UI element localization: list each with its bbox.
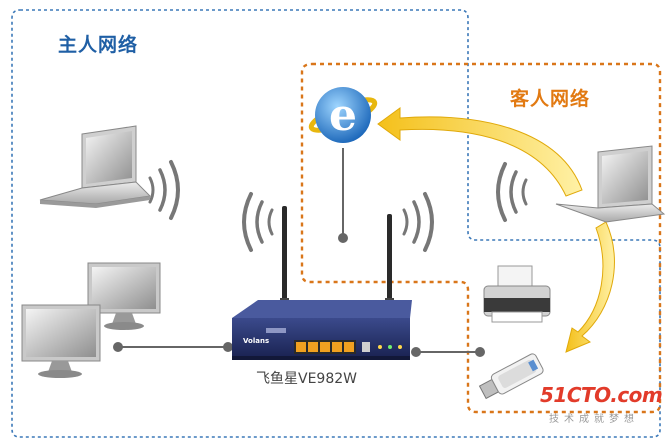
usb-drive-icon (478, 353, 544, 400)
laptop-icon (555, 145, 666, 223)
router-icon (232, 300, 412, 360)
guest-network-boundary (300, 62, 662, 414)
main-network-boundary (11, 9, 661, 438)
monitor-icon (87, 262, 161, 330)
internet-explorer-icon: e (308, 87, 378, 143)
laptop-icon (39, 125, 152, 208)
antenna-icon (280, 206, 289, 312)
arrow-icon (565, 221, 615, 353)
antenna-icon (385, 214, 394, 312)
watermark-slogan: 技术成就梦想 (549, 414, 639, 425)
wifi-signal-icon (148, 160, 528, 252)
monitor-icon (21, 304, 101, 378)
main-network-label: 主人网络 (58, 34, 139, 56)
svg-text:e: e (329, 90, 357, 141)
router-brand-label: Volans (243, 337, 270, 345)
printer-icon (483, 265, 551, 323)
router-name-label: 飞鱼星VE982W (256, 371, 357, 387)
guest-network-label: 客人网络 (510, 88, 591, 110)
watermark-site: 51CTO.com (540, 383, 663, 407)
arrow-icon (377, 107, 583, 197)
